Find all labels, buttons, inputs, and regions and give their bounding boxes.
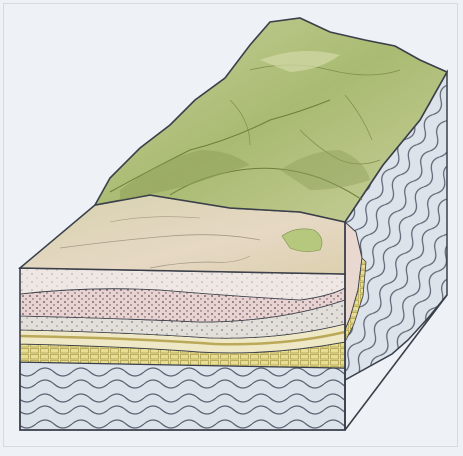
front-face-basement <box>20 362 345 430</box>
